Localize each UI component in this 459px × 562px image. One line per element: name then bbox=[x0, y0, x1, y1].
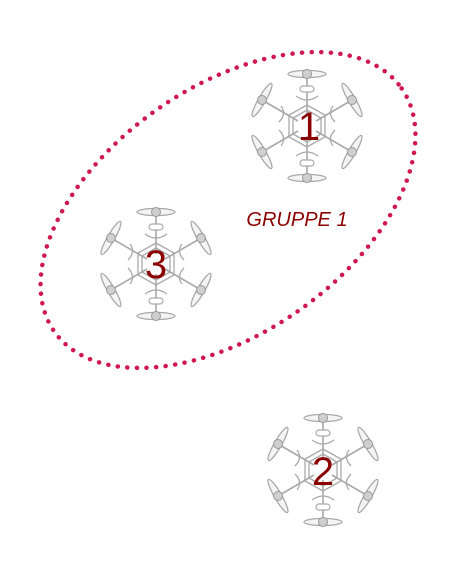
group-outline bbox=[38, 49, 418, 371]
drone-label: 1 bbox=[298, 105, 320, 149]
group-label: GRUPPE 1 bbox=[246, 209, 347, 231]
drone-1: 1 bbox=[248, 68, 366, 184]
drone-label: 2 bbox=[312, 450, 334, 494]
drone-3: 3 bbox=[97, 206, 215, 322]
drone-2: 2 bbox=[264, 412, 382, 528]
drone-label: 3 bbox=[145, 243, 167, 287]
